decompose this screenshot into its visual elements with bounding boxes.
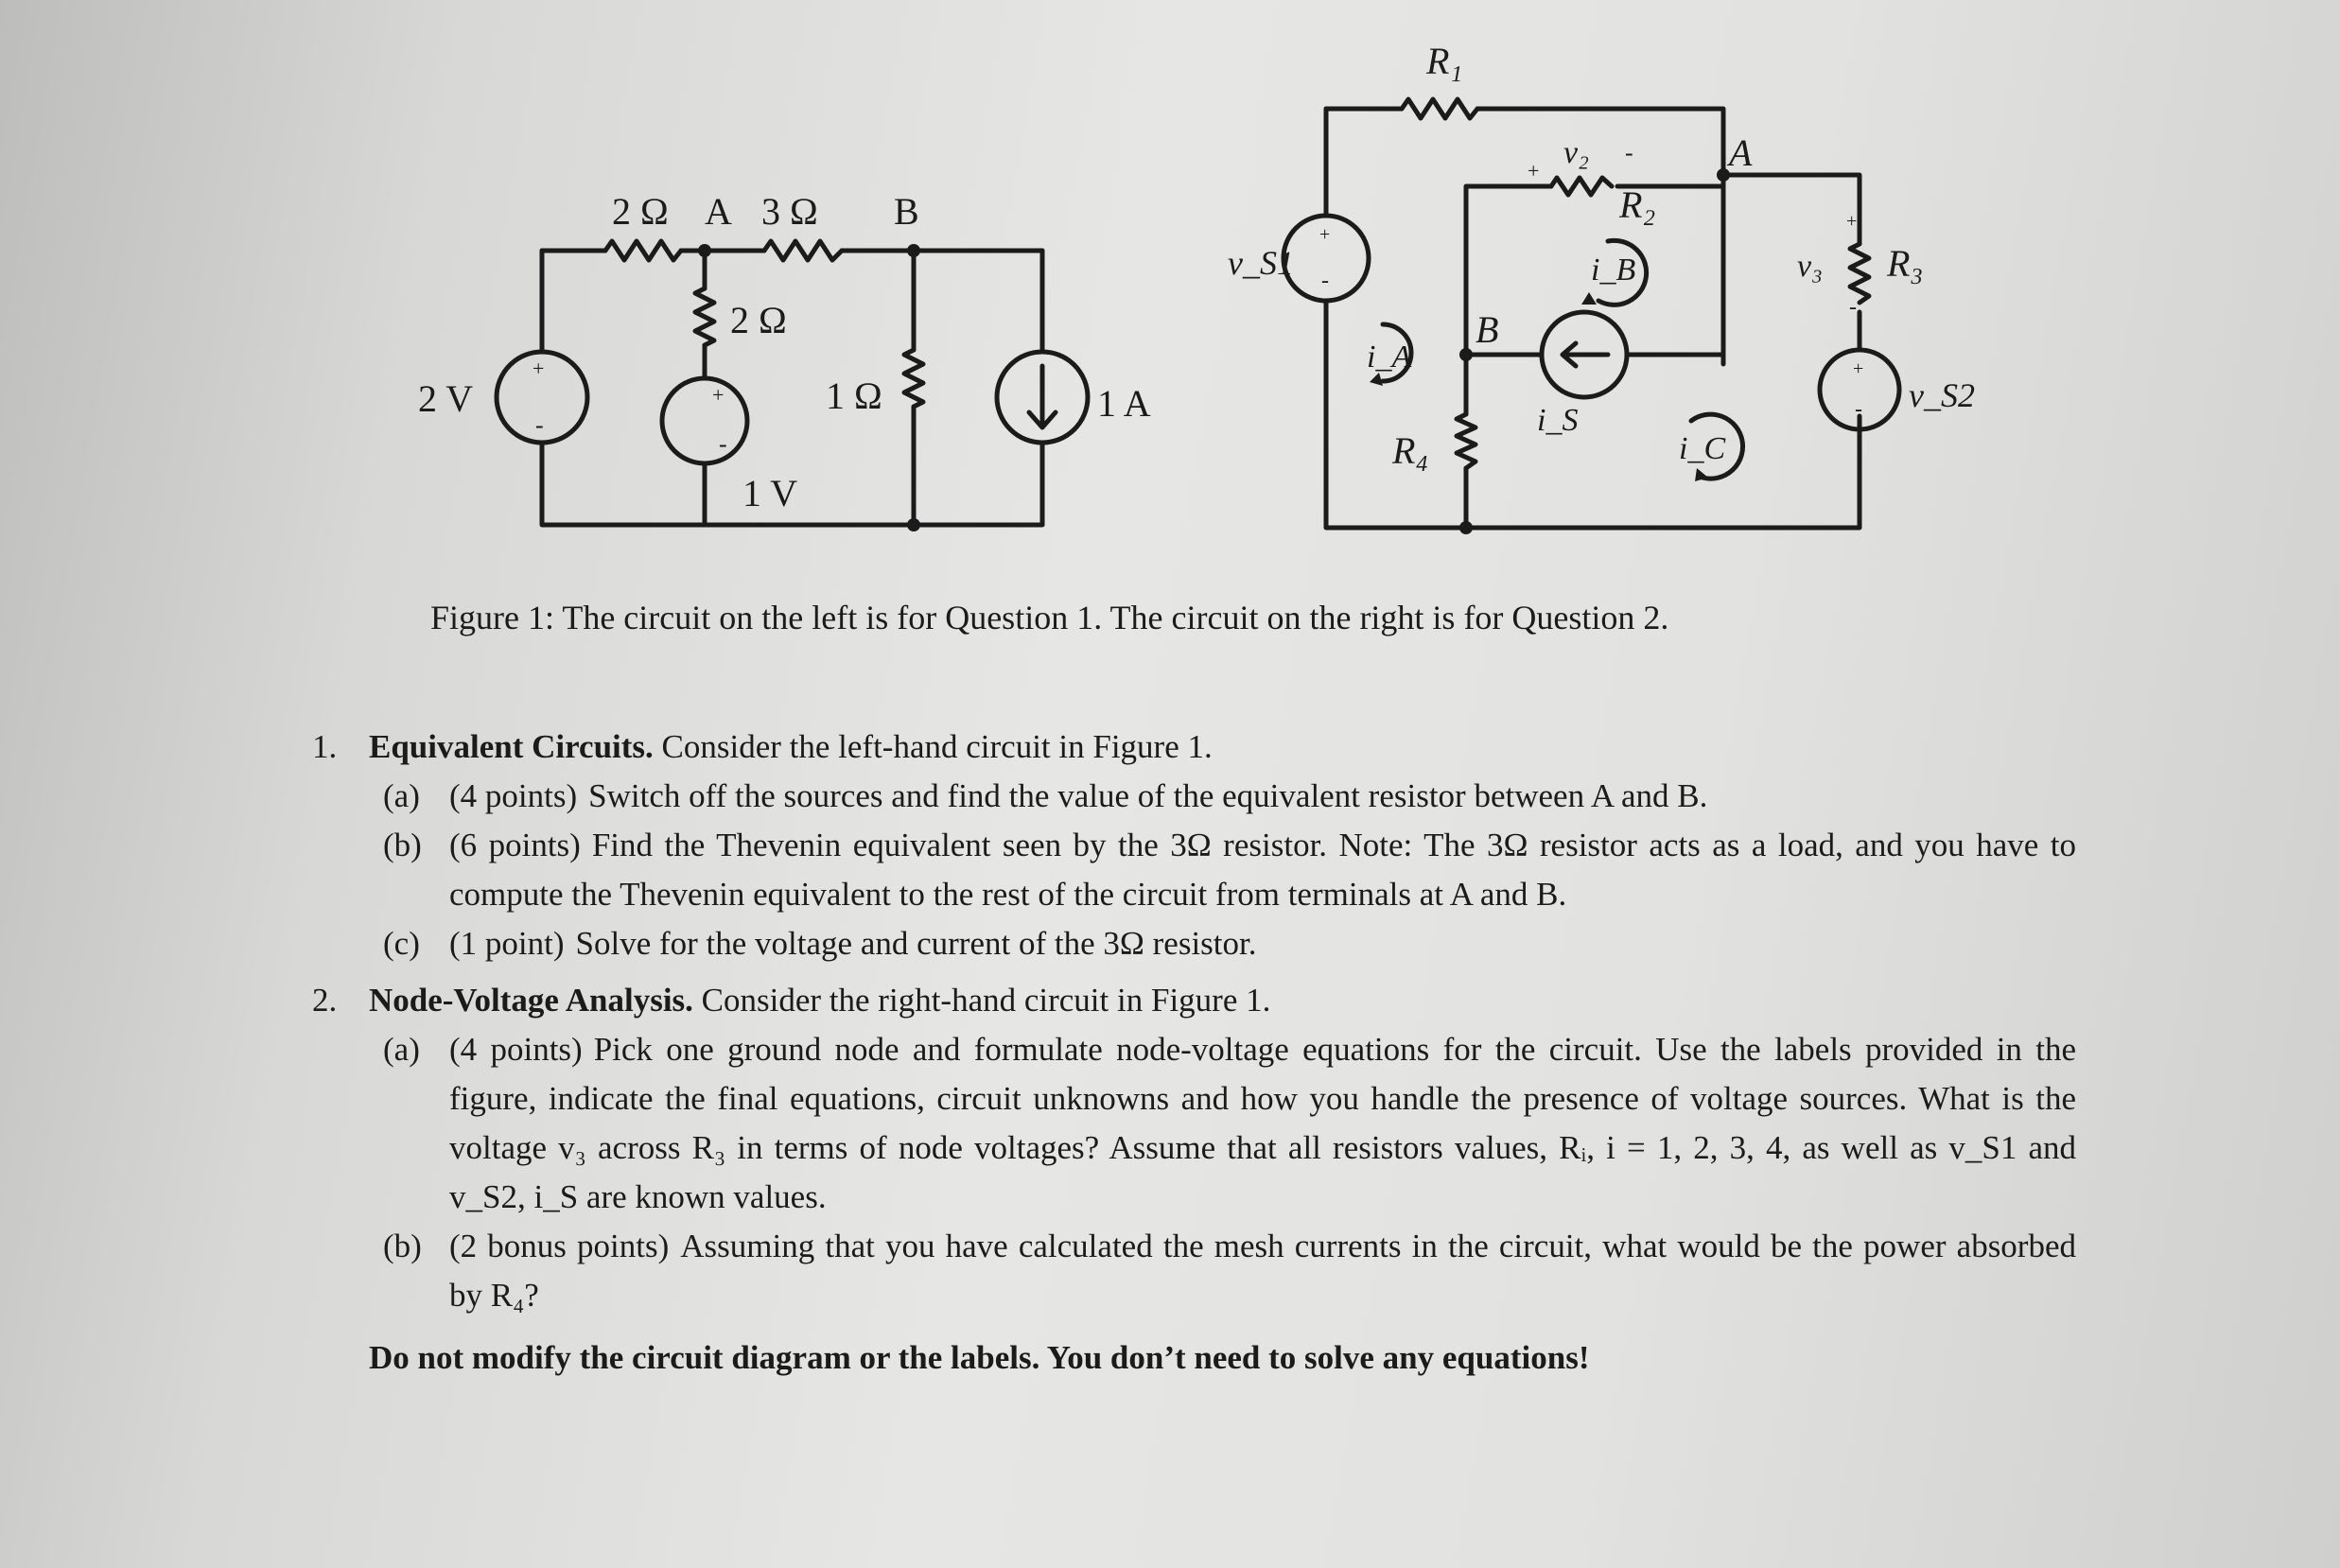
label-r1: R₁ [1425, 40, 1462, 82]
resistor-r2 [1548, 175, 1615, 198]
resistor-r3 [1847, 241, 1872, 305]
part-label: (c) [383, 925, 420, 962]
resistor-2ohm-mid [692, 286, 717, 348]
part-text: Solve for the voltage and current of the… [575, 925, 1257, 962]
label-r-mid: 2 Ω [730, 299, 787, 341]
label-vs2: v_S2 [1909, 376, 1975, 414]
label-ib: i_B [1591, 253, 1635, 287]
voltage-source-vs1 [1281, 213, 1371, 304]
label-r-top-left: 2 Ω [612, 190, 669, 233]
plus-sign-2v: + [533, 357, 544, 380]
question-list: 1. Equivalent Circuits. Consider the lef… [312, 723, 2090, 1383]
voltage-source-1v [659, 375, 750, 466]
plus-sign-v3: + [1846, 211, 1857, 232]
part-label: (b) [383, 827, 422, 863]
minus-sign-v2: - [1625, 139, 1633, 166]
part-text: Assuming that you have calculated the me… [449, 1228, 2076, 1314]
question-intro: Consider the left-hand circuit in Figure… [661, 728, 1213, 765]
left-circuit-wires [539, 248, 1045, 528]
label-r4: R₄ [1391, 429, 1428, 472]
mesh-current-ic-icon [1688, 411, 1746, 481]
question-2: 2. Node-Voltage Analysis. Consider the r… [312, 976, 2090, 1320]
label-v3: v₃ [1797, 249, 1823, 284]
figure-1-circuits: 2 Ω A 3 Ω B 2 Ω 2 V 1 Ω 1 V 1 A + - + - … [418, 40, 1975, 534]
plus-sign-vs2: + [1853, 358, 1863, 379]
part-label: (a) [383, 1031, 420, 1068]
question-number: 1. [312, 728, 338, 765]
question-2b: (b) (2 bonus points)Assuming that you ha… [383, 1222, 2090, 1320]
label-r3: R₃ [1886, 242, 1923, 285]
question-intro: Consider the right-hand circuit in Figur… [701, 982, 1271, 1019]
label-vs1: v_S1 [1228, 244, 1294, 282]
resistor-1ohm [901, 347, 926, 409]
question-number: 2. [312, 982, 338, 1019]
part-text: Switch off the sources and find the valu… [588, 777, 1708, 814]
voltage-source-2v [494, 349, 590, 445]
resistor-r1 [1399, 96, 1480, 121]
mesh-current-ib-icon [1596, 237, 1650, 307]
question-heading: Node-Voltage Analysis. Consider the righ… [369, 976, 2090, 1025]
figure-caption: Figure 1: The circuit on the left is for… [430, 599, 1669, 636]
question-1b: (b) (6 points)Find the Thevenin equivale… [383, 821, 2090, 919]
minus-sign-2v: - [535, 411, 544, 439]
mesh-current-ia-icon [1380, 322, 1414, 384]
label-ia: i_A [1367, 340, 1411, 375]
label-source-1v: 1 V [742, 472, 797, 514]
label-r-right: 1 Ω [826, 375, 882, 417]
question-1a: (a) (4 points) Switch off the sources and… [383, 772, 2090, 821]
minus-sign-1v: - [719, 430, 727, 458]
current-source-arrow-icon [1026, 363, 1058, 430]
part-points: (4 points) [449, 1031, 583, 1068]
label-ic: i_C [1679, 431, 1725, 466]
part-label: (b) [383, 1228, 422, 1264]
question-title: Node-Voltage Analysis. [369, 982, 693, 1019]
part-label: (a) [383, 777, 420, 814]
current-source-is [1539, 309, 1630, 400]
part-text: Pick one ground node and formulate node-… [449, 1031, 2076, 1215]
label-node-b-left: B [894, 190, 919, 233]
part-points: (4 points) [449, 777, 578, 814]
label-node-b-right: B [1476, 308, 1498, 351]
part-points: (6 points) [449, 827, 581, 863]
question-title: Equivalent Circuits. [369, 728, 654, 765]
part-text: Find the Thevenin equivalent seen by the… [449, 827, 2076, 913]
label-r2: R₂ [1618, 183, 1655, 226]
current-source-is-arrow-icon [1560, 340, 1611, 369]
question-2a: (a) (4 points)Pick one ground node and f… [383, 1025, 2090, 1222]
minus-sign-vs2: - [1855, 397, 1862, 422]
label-is: i_S [1537, 403, 1578, 438]
minus-sign-vs1: - [1321, 269, 1329, 293]
resistor-3ohm-top [761, 238, 845, 263]
question-1c: (c) (1 point) Solve for the voltage and c… [383, 919, 2090, 968]
current-source-1a [994, 349, 1091, 445]
minus-sign-v3: - [1849, 295, 1857, 320]
resistor-r4 [1454, 411, 1478, 471]
question-heading: Equivalent Circuits. Consider the left-h… [369, 723, 2090, 772]
resistor-2ohm-top [602, 238, 684, 263]
part-points: (2 bonus points) [449, 1228, 670, 1264]
label-v2: v₂ [1563, 135, 1589, 170]
final-note: Do not modify the circuit diagram or the… [369, 1339, 1590, 1376]
label-r-top-right: 3 Ω [761, 190, 818, 233]
label-node-a-right: A [1726, 131, 1753, 174]
label-node-a-left: A [705, 190, 732, 233]
label-source-2v: 2 V [418, 377, 473, 420]
voltage-source-vs2 [1817, 347, 1902, 432]
part-points: (1 point) [449, 925, 565, 962]
question-1: 1. Equivalent Circuits. Consider the lef… [312, 723, 2090, 968]
plus-sign-vs1: + [1319, 224, 1330, 245]
label-current-1a: 1 A [1097, 382, 1151, 425]
plus-sign-v2: + [1528, 159, 1539, 183]
right-circuit-wires [1323, 106, 1862, 531]
plus-sign-1v: + [712, 383, 724, 407]
